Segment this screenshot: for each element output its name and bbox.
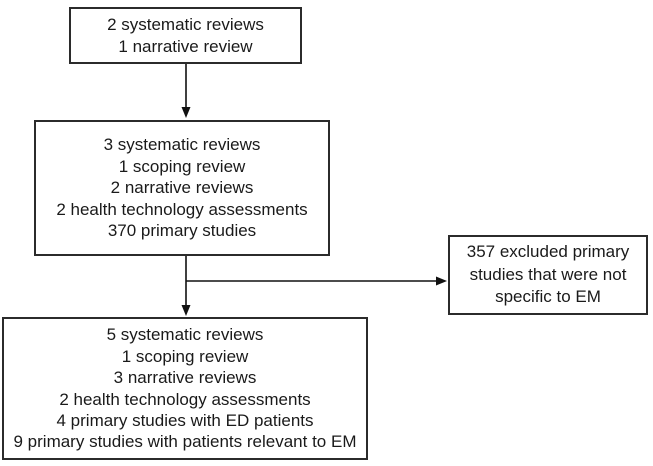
box-line: 2 health technology assessments (59, 389, 311, 409)
arrowhead-down-icon (181, 305, 191, 316)
box-line: 3 narrative reviews (113, 368, 257, 388)
box-line: 1 scoping review (118, 156, 246, 176)
box-included-studies: 5 systematic reviews 1 scoping review 3 … (2, 317, 368, 460)
box-line: 1 narrative review (118, 36, 253, 56)
box-line: 370 primary studies (107, 221, 257, 241)
box-line: 1 scoping review (121, 346, 249, 366)
arrowhead-down-icon (181, 107, 191, 118)
box-line: 357 excluded primary (466, 242, 630, 262)
box-line: 2 systematic reviews (107, 15, 264, 35)
box-line: 2 health technology assessments (56, 199, 308, 219)
box-line: 5 systematic reviews (106, 325, 264, 345)
box-line: studies that were not (469, 264, 627, 284)
box-line: specific to EM (495, 287, 601, 307)
box-line: 9 primary studies with patients relevant… (13, 432, 357, 452)
box-line: 4 primary studies with ED patients (56, 410, 314, 430)
box-excluded-studies: 357 excluded primary studies that were n… (448, 235, 648, 315)
box-line: 2 narrative reviews (110, 178, 254, 198)
box-initial-reviews: 2 systematic reviews 1 narrative review (69, 7, 302, 64)
box-line: 3 systematic reviews (103, 135, 261, 155)
box-screened-records: 3 systematic reviews 1 scoping review 2 … (34, 120, 330, 256)
arrowhead-right-icon (436, 276, 447, 286)
